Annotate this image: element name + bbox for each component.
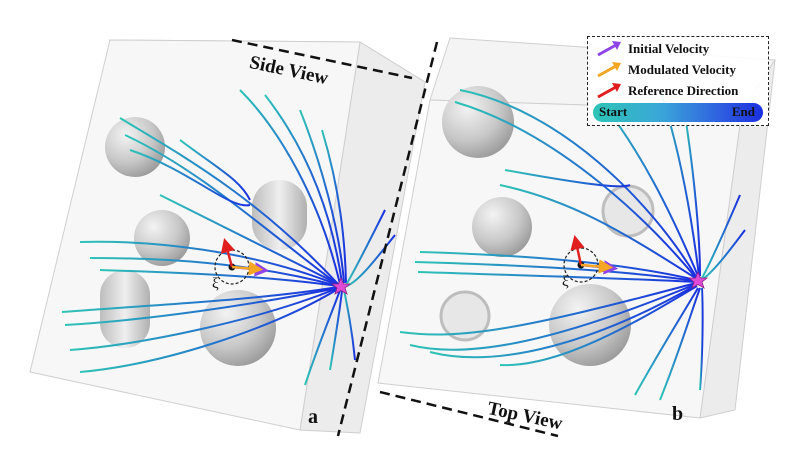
panel-b-cylinder <box>439 290 491 342</box>
panel-a-sphere <box>134 210 190 266</box>
panel-a-goal-star <box>330 276 352 295</box>
top-view-dash <box>379 390 559 438</box>
divider-dash <box>336 41 439 437</box>
panel-b-sphere <box>442 86 514 158</box>
panel-b-sphere <box>472 197 532 257</box>
legend-label: Modulated Velocity <box>628 62 736 77</box>
purple-arrow-icon <box>597 41 621 57</box>
panel-b-goal-star <box>687 270 709 289</box>
panel-a-xi-symbol: ξ <box>212 276 219 292</box>
panel-a-letter: a <box>308 406 318 428</box>
panel-b-agent-ring <box>563 247 599 283</box>
panel-a-sphere <box>105 117 165 177</box>
orange-arrow-icon <box>597 62 621 78</box>
legend-item-modulated-velocity: Modulated Velocity <box>596 61 736 79</box>
panel-b-streamlines <box>399 89 746 401</box>
time-gradient-bar: Start End <box>593 103 763 122</box>
legend-item-initial-velocity: Initial Velocity <box>596 40 709 58</box>
gradient-start-label: Start <box>599 104 628 119</box>
legend-item-reference-direction: Reference Direction <box>596 82 738 100</box>
panel-a-cylinder <box>100 270 150 348</box>
panel-a-reference-arrow <box>220 238 235 268</box>
side-view-dash <box>231 38 413 80</box>
panel-a-cylinder <box>252 180 307 250</box>
legend-label: Reference Direction <box>628 83 739 98</box>
panel-b-reference-arrow <box>570 234 585 266</box>
panel-a-streamlines <box>61 89 396 386</box>
legend: Initial Velocity Modulated Velocity Refe… <box>587 36 769 126</box>
panel-a: ξ <box>29 39 427 434</box>
panel-b-cylinder <box>601 184 655 238</box>
panel-b-letter: b <box>672 403 684 425</box>
panel-a-modulated-arrow <box>231 261 264 276</box>
panel-b-xi-symbol: ξ <box>562 274 569 290</box>
legend-label: Initial Velocity <box>628 41 710 56</box>
gradient-end-label: End <box>731 104 755 119</box>
panel-b-modulated-arrow <box>580 259 614 274</box>
red-arrow-icon <box>597 83 621 99</box>
dashed-guides <box>231 38 559 438</box>
